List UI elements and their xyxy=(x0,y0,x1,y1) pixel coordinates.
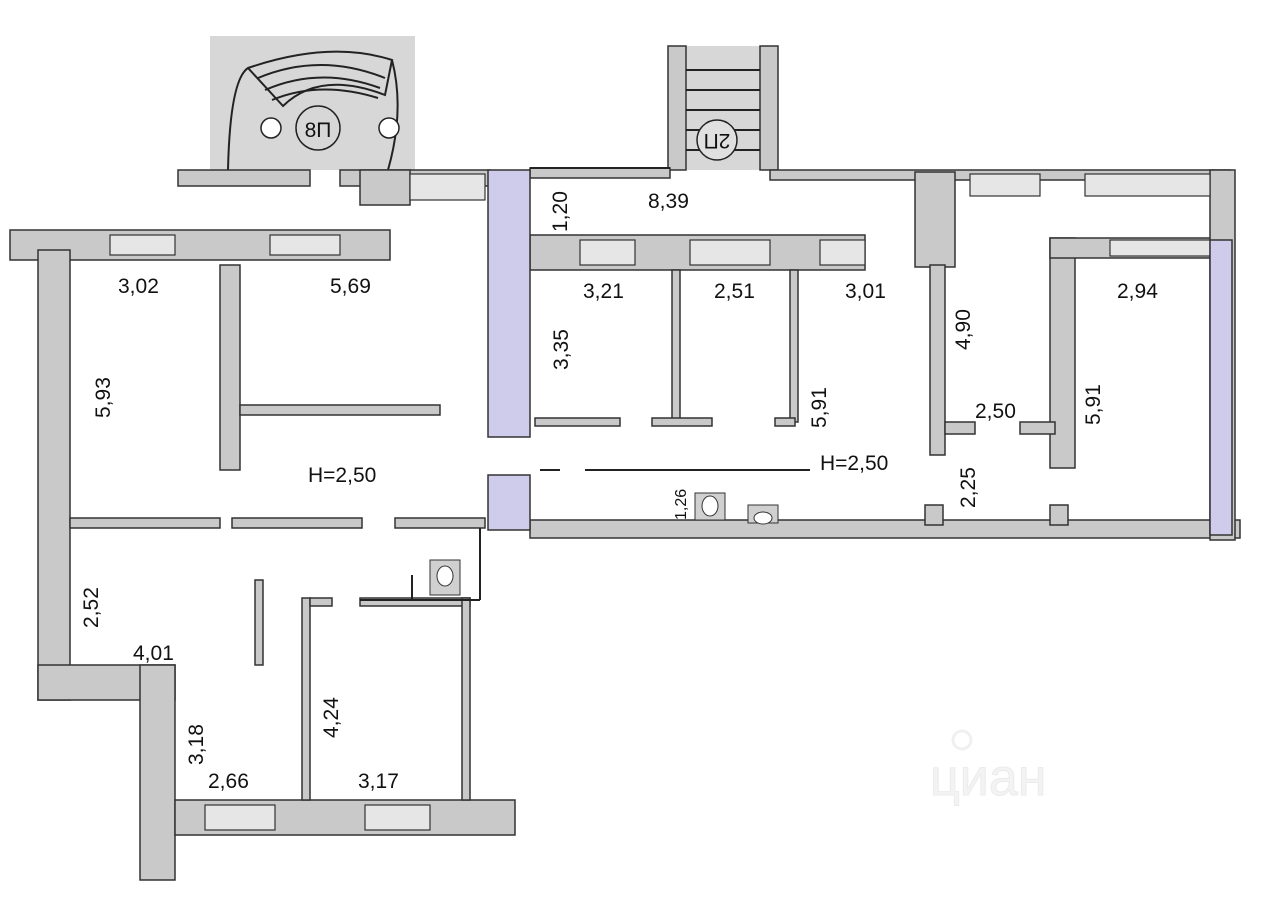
windows xyxy=(109,173,1211,831)
dim-room-b-width: 5,69 xyxy=(330,275,371,298)
stair-label-8p: 8П xyxy=(305,119,332,142)
dim-room-a-width: 3,02 xyxy=(118,275,159,298)
staircase-8p: 8П xyxy=(210,36,415,171)
dim-room-c-depth: 3,35 xyxy=(550,329,573,370)
dim-room-g-width: 2,94 xyxy=(1117,280,1158,303)
dimension-labels: 1,20 8,39 3,02 5,69 5,93 3,21 2,51 3,01 … xyxy=(80,190,1158,793)
dim-corridor-width: 1,20 xyxy=(549,191,572,232)
ceiling-height-right: H=2,50 xyxy=(820,452,888,475)
dim-room-j-width: 3,17 xyxy=(358,770,399,793)
dim-room-j-depth: 4,24 xyxy=(320,697,343,738)
ceiling-height-left: H=2,50 xyxy=(308,464,376,487)
staircase-2p: 2П xyxy=(667,45,779,171)
dim-room-e-depth: 5,91 xyxy=(808,387,831,428)
dim-room-f-depth: 4,90 xyxy=(952,309,975,350)
dim-room-c-width: 3,21 xyxy=(583,280,624,303)
dim-hall-f-width: 2,50 xyxy=(975,400,1016,423)
toilet-icons xyxy=(429,492,779,596)
purple-wall-right xyxy=(1209,239,1233,536)
stair-label-2p: 2П xyxy=(704,129,731,152)
dim-room-h-depth: 2,52 xyxy=(80,587,103,628)
dim-room-d-width: 2,51 xyxy=(714,280,755,303)
partition-lines xyxy=(360,167,810,601)
watermark-text: циан xyxy=(930,749,1046,807)
dim-room-i-depth: 3,18 xyxy=(185,724,208,765)
dim-room-g-depth: 5,91 xyxy=(1082,384,1105,425)
watermark-logo: циан xyxy=(930,729,1047,808)
dim-room-e-width: 3,01 xyxy=(845,280,886,303)
dim-room-h-width: 4,01 xyxy=(133,642,174,665)
dim-corridor-length: 8,39 xyxy=(648,190,689,213)
dim-wc-depth: 1,26 xyxy=(673,489,690,520)
dim-room-a-depth: 5,93 xyxy=(92,377,115,418)
walls xyxy=(9,167,1241,881)
dim-hall-f-depth: 2,25 xyxy=(957,467,980,508)
purple-column-bottom xyxy=(487,474,531,531)
dim-room-i-width: 2,66 xyxy=(208,770,249,793)
purple-column-top xyxy=(487,169,531,438)
